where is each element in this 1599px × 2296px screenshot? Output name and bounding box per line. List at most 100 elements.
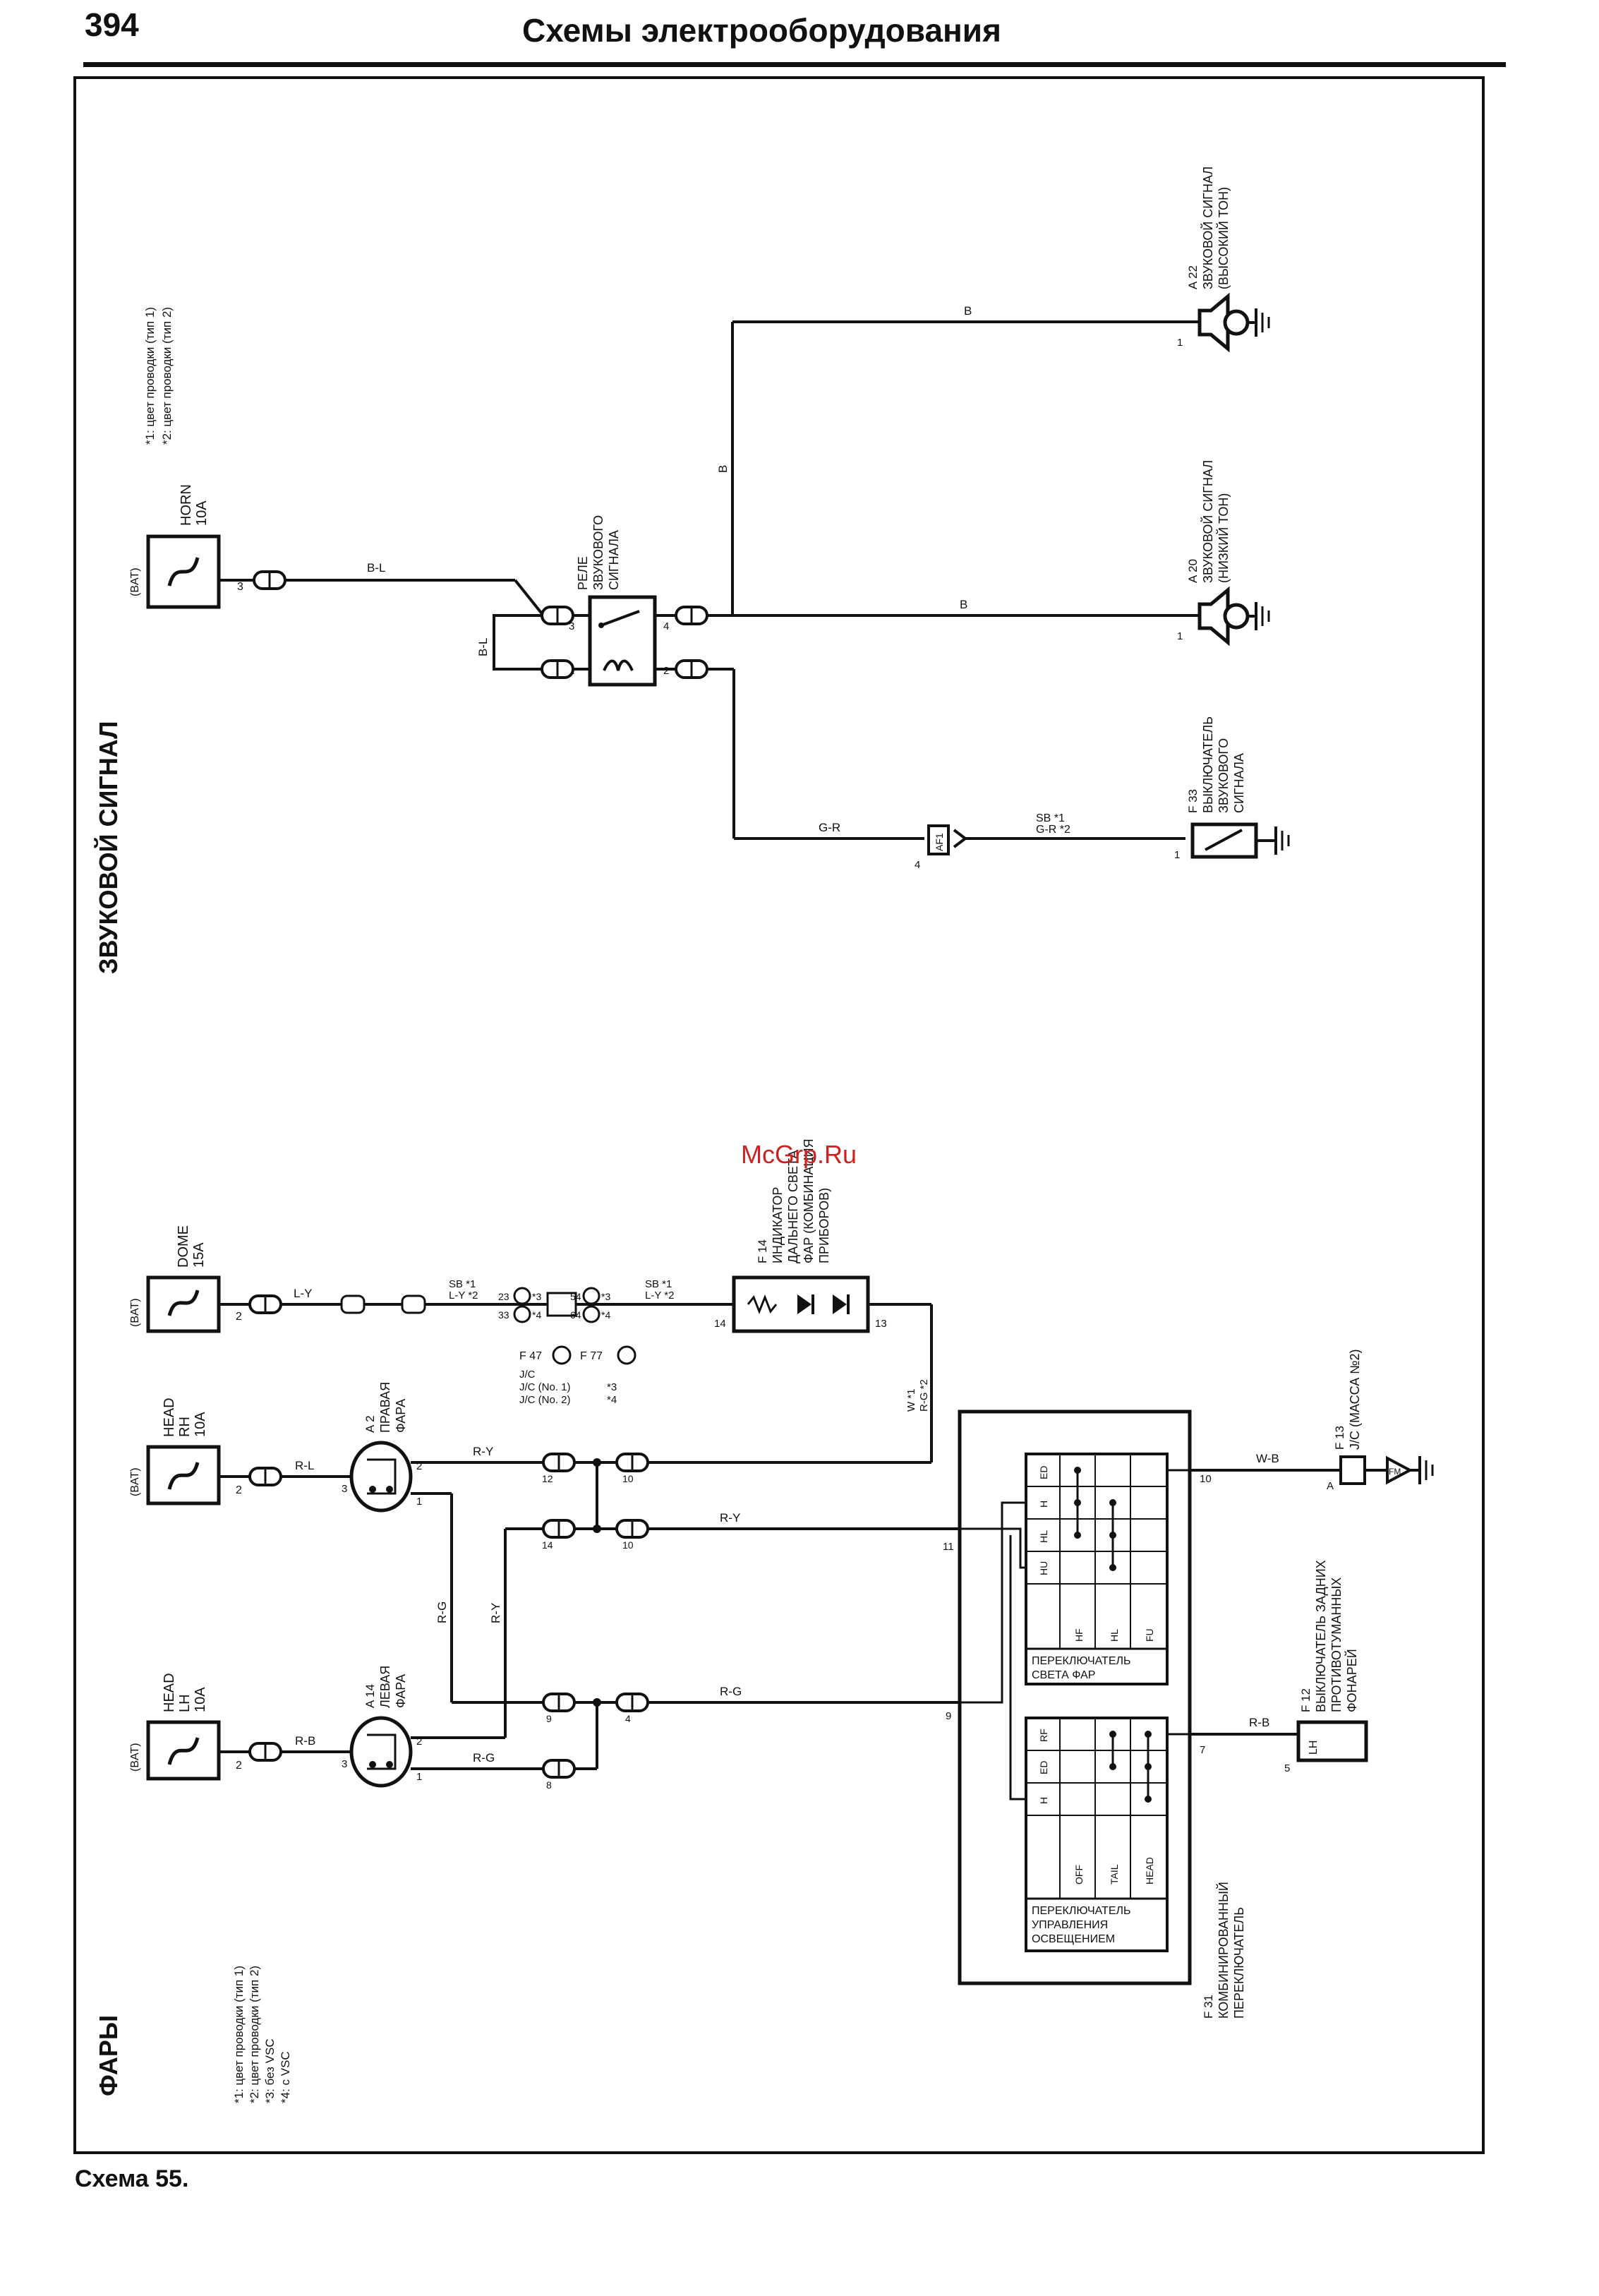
- horn-section: ЗВУКОВОЙ СИГНАЛ *1: цвет проводки (тип 1…: [93, 167, 1290, 974]
- wire-switch-2: G-R *2: [1036, 824, 1070, 836]
- dimmer-title-1: ПЕРЕКЛЮЧАТЕЛЬ: [1032, 1655, 1131, 1667]
- wire-ind-sb1: SB *1: [645, 1278, 672, 1290]
- relay-connector-1: [541, 659, 574, 679]
- meter-pin-33: 33: [498, 1309, 509, 1321]
- head-lh-side: LH: [177, 1694, 193, 1712]
- meter-note-l3: *3: [532, 1291, 541, 1302]
- horn-high-label-2: (ВЫСОКИЙ ТОН): [1216, 187, 1231, 289]
- pin-8: 8: [546, 1779, 552, 1791]
- pin-10a: 10: [622, 1473, 634, 1484]
- light-row-off: OFF: [1073, 1865, 1085, 1885]
- indicator-label-2: ДАЛЬНЕГО СВЕТА: [786, 1150, 800, 1263]
- dimmer-col-ed: ED: [1038, 1466, 1049, 1479]
- wire-to-switch: G-R: [819, 821, 840, 834]
- wire-dome-ly2: L-Y *2: [449, 1290, 478, 1302]
- lh-code: A 14: [363, 1684, 377, 1708]
- junction-connectors: 12 10 14 10 9 4 8: [542, 1453, 649, 1791]
- relay-connector-2: [675, 659, 708, 679]
- left-headlamp: 3 2 1 A 14 ЛЕВАЯ ФАРА: [342, 1666, 422, 1788]
- meter-legend-3: J/C (No. 2): [519, 1394, 571, 1406]
- light-col-h: H: [1038, 1797, 1049, 1804]
- rh-pin-2: 2: [416, 1460, 422, 1472]
- lights-note-4: *4: с VSC: [279, 2051, 292, 2103]
- combo-pin-10: 10: [1200, 1473, 1212, 1485]
- fog-switch-label-1: ВЫКЛЮЧАТЕЛЬ ЗАДНИХ: [1314, 1560, 1328, 1712]
- horn-note-1: *1: цвет проводки (тип 1): [143, 307, 157, 445]
- head-lh-name: HEAD: [162, 1673, 177, 1712]
- wire-rh-top: R-Y: [473, 1445, 493, 1458]
- figure-caption: Схема 55.: [75, 2165, 189, 2192]
- horn-connector-af1: AF1 4: [915, 824, 950, 871]
- meter-pin-54: 54: [570, 1291, 581, 1302]
- fog-switch-label-2: ПРОТИВОТУМАННЫХ: [1329, 1577, 1344, 1712]
- high-beam-indicator: 14 13 F 14 ИНДИКАТОР ДАЛЬНЕГО СВЕТА ФАР …: [714, 1138, 887, 1333]
- dome-fuse: (BAT) DOME 15A 2: [129, 1225, 242, 1333]
- wire-lh-in: R-B: [295, 1734, 315, 1748]
- dome-fuse-name: DOME: [176, 1225, 191, 1268]
- horn-switch: 1 F 33 ВЫКЛЮЧАТЕЛЬ ЗВУКОВОГО СИГНАЛА: [1174, 716, 1290, 861]
- indicator-pin-13: 13: [875, 1318, 887, 1330]
- lh-pin-2: 2: [416, 1736, 422, 1748]
- dimmer-row-hf: HF: [1073, 1628, 1085, 1642]
- indicator-label-3: ФАР (КОМБИНАЦИЯ: [802, 1138, 816, 1263]
- head-rh-fuse: (BAT) HEAD RH 10A 2: [129, 1398, 242, 1505]
- horn-low: 1 A 20 ЗВУКОВОЙ СИГНАЛ (НИЗКИЙ ТОН): [1177, 460, 1270, 647]
- jc-ground: FM A F 13 J/C (МАССА №2): [1327, 1349, 1434, 1492]
- page-title: Схемы электрооборудования: [522, 12, 1001, 49]
- indicator-pin-14: 14: [714, 1318, 726, 1330]
- jc-code: F 13: [1333, 1426, 1346, 1450]
- meter-legend-r3: *3: [607, 1381, 617, 1393]
- head-lh-pin: 2: [236, 1760, 242, 1772]
- rh-label-2: ФАРА: [394, 1399, 408, 1433]
- right-headlamp: 3 2 1 A 2 ПРАВАЯ ФАРА: [342, 1382, 422, 1513]
- wire-to-high: B: [964, 304, 972, 318]
- wire-lh-top: R-G: [473, 1751, 495, 1765]
- rear-fog-switch: LH 5 F 12 ВЫКЛЮЧАТЕЛЬ ЗАДНИХ ПРОТИВОТУМА…: [1284, 1560, 1368, 1774]
- horn-fuse-rating: 10A: [194, 500, 210, 526]
- af1-code: AF1: [934, 833, 945, 851]
- meter-legend-1: J/C: [519, 1369, 536, 1381]
- diagram-frame: [73, 76, 1485, 2154]
- wire-lh-to-switch: R-G: [720, 1685, 742, 1698]
- light-control-switch: RF ED H OFF TAIL HEAD ПЕРЕКЛЮЧАТЕЛЬ УПРА…: [1025, 1717, 1169, 1952]
- horn-section-title: ЗВУКОВОЙ СИГНАЛ: [93, 721, 123, 974]
- af1-pin: 4: [915, 859, 920, 871]
- wire-relay-loop: B-L: [476, 638, 490, 656]
- light-row-tail: TAIL: [1109, 1864, 1120, 1885]
- pin-14: 14: [542, 1539, 553, 1551]
- light-title-2: УПРАВЛЕНИЯ: [1032, 1919, 1108, 1931]
- rh-label-1: ПРАВАЯ: [378, 1382, 392, 1433]
- combo-label-2: ПЕРЕКЛЮЧАТЕЛЬ: [1232, 1907, 1246, 2019]
- relay-pin-2: 2: [663, 665, 669, 677]
- horn-low-code: A 20: [1186, 559, 1200, 583]
- wire-to-high-vertical: B: [716, 465, 730, 473]
- horn-low-pin: 1: [1177, 630, 1183, 642]
- meter-legend-r4: *4: [607, 1394, 617, 1406]
- fog-switch-code: F 12: [1299, 1688, 1313, 1712]
- lights-note-2: *2: цвет проводки (тип 2): [248, 1966, 261, 2103]
- lh-label-2: ФАРА: [394, 1674, 408, 1708]
- horn-fuse: (BAT) HORN 10A 3: [129, 484, 243, 609]
- dimmer-switch: ED H HL HU HF HL FU ПЕРЕКЛЮЧАТЕЛЬ СВЕТА …: [1025, 1453, 1169, 1685]
- head-rh-name: HEAD: [162, 1398, 177, 1437]
- lh-pin-1: 1: [416, 1771, 422, 1783]
- dimmer-col-hl: HL: [1038, 1530, 1049, 1543]
- head-lh-source: (BAT): [129, 1743, 141, 1772]
- horn-high: 1 A 22 ЗВУКОВОЙ СИГНАЛ (ВЫСОКИЙ ТОН): [1177, 167, 1270, 353]
- horn-fuse-connector: [253, 570, 286, 590]
- horn-high-label-1: ЗВУКОВОЙ СИГНАЛ: [1200, 167, 1215, 289]
- dimmer-title-2: СВЕТА ФАР: [1032, 1669, 1095, 1681]
- horn-low-label-1: ЗВУКОВОЙ СИГНАЛ: [1200, 460, 1215, 583]
- horn-low-label-2: (НИЗКИЙ ТОН): [1216, 493, 1231, 583]
- rh-code: A 2: [363, 1415, 377, 1433]
- combo-pin-11: 11: [943, 1541, 954, 1553]
- head-lh-rating: 10A: [193, 1687, 208, 1712]
- wire-ind-down-w: W *1: [905, 1388, 917, 1412]
- horn-fuse-name: HORN: [179, 484, 194, 526]
- relay-connector-4: [675, 606, 708, 625]
- pin-10b: 10: [622, 1539, 634, 1551]
- dimmer-col-hu: HU: [1038, 1561, 1049, 1575]
- lh-label-1: ЛЕВАЯ: [378, 1666, 392, 1708]
- head-rh-connector: [248, 1467, 282, 1486]
- jc-pin: A: [1327, 1480, 1334, 1492]
